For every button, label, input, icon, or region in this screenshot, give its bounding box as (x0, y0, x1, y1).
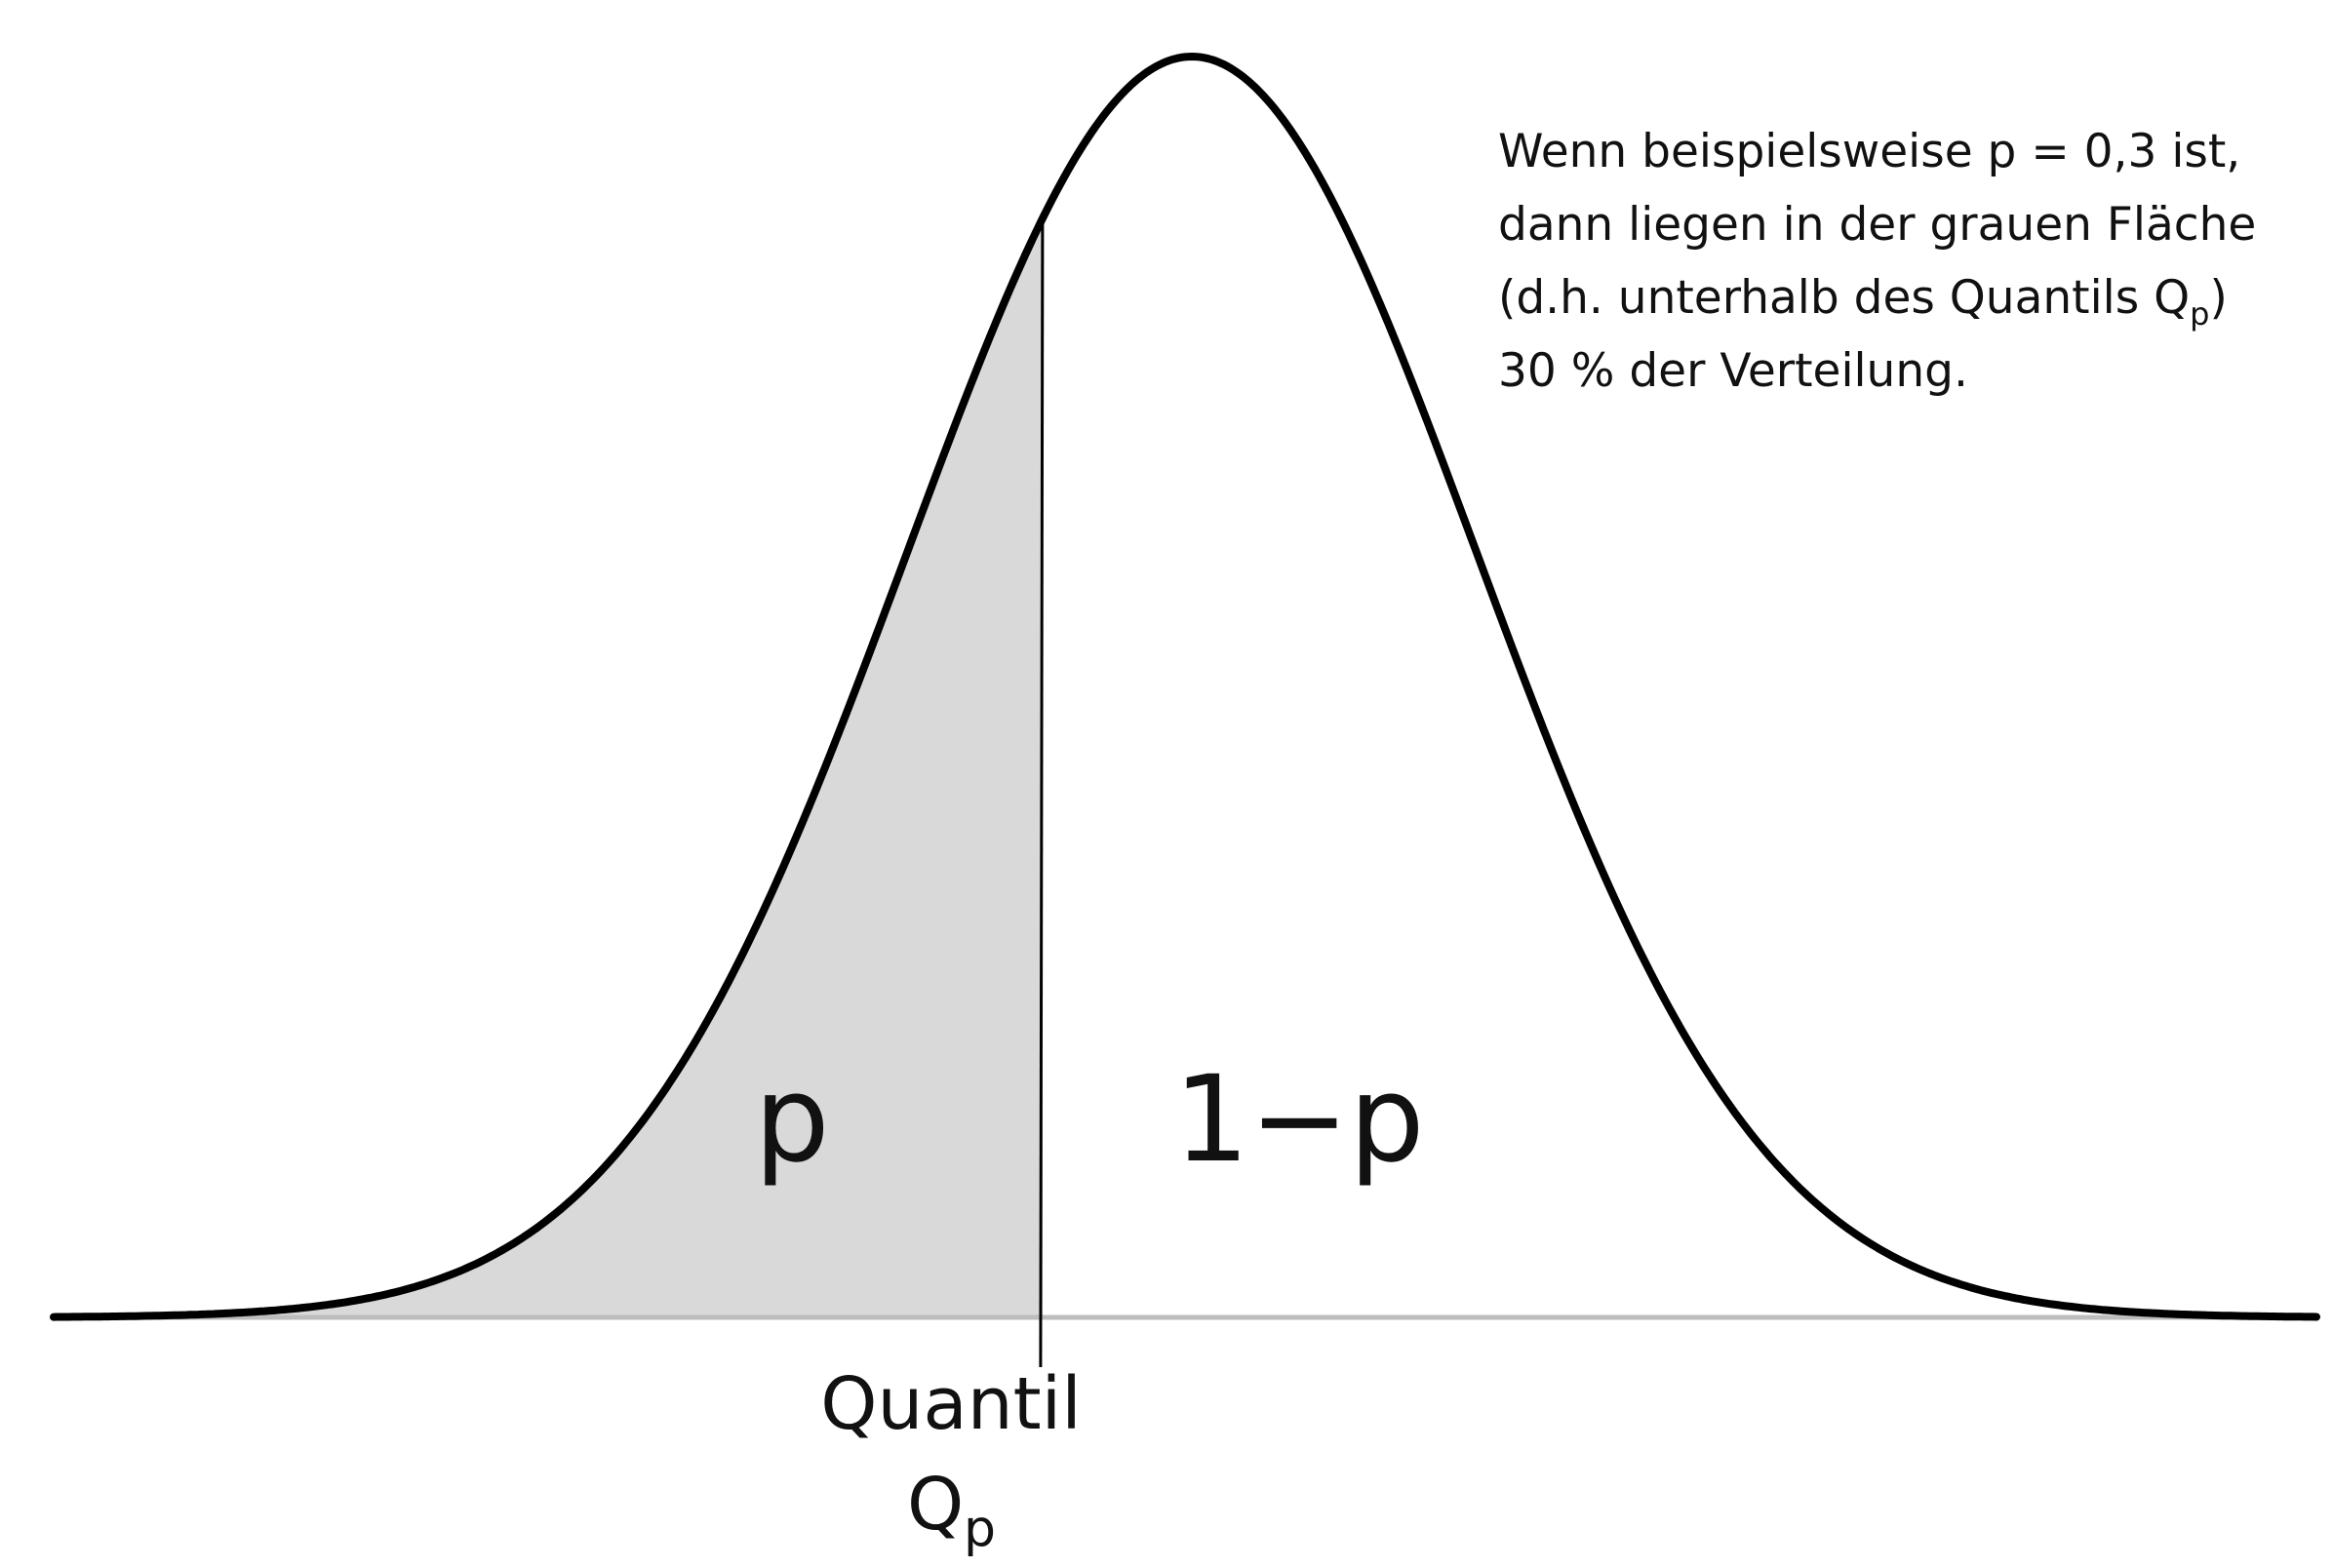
explanation-line-1: Wenn beispielsweise p = 0,3 ist, (1498, 125, 2241, 178)
quantile-marker-line (1039, 222, 1045, 1368)
area-label-one-minus-p: 1−p (1173, 1050, 1424, 1189)
quantile-subscript: p (964, 1500, 996, 1558)
area-label-p: p (754, 1050, 829, 1189)
shaded-area-p (54, 218, 1043, 1318)
explanation-line-2: dann liegen in der grauen Fläche (1498, 198, 2257, 252)
density-curve (50, 53, 2320, 1321)
explanation-text: Wenn beispielsweise p = 0,3 ist, dann li… (1498, 115, 2308, 408)
explanation-line-3: (d.h. unterhalb des Quantils Qp) (1498, 261, 2308, 334)
explanation-line-4: 30 % der Verteilung. (1498, 344, 1968, 398)
explanation-line-3-subscript: p (2190, 295, 2210, 333)
quantile-symbol: Q (907, 1463, 964, 1547)
quantile-label: Quantil (820, 1362, 1082, 1446)
explanation-line-3-text: (d.h. unterhalb des Quantils Q (1498, 271, 2191, 325)
explanation-line-3-close: ) (2209, 271, 2228, 325)
